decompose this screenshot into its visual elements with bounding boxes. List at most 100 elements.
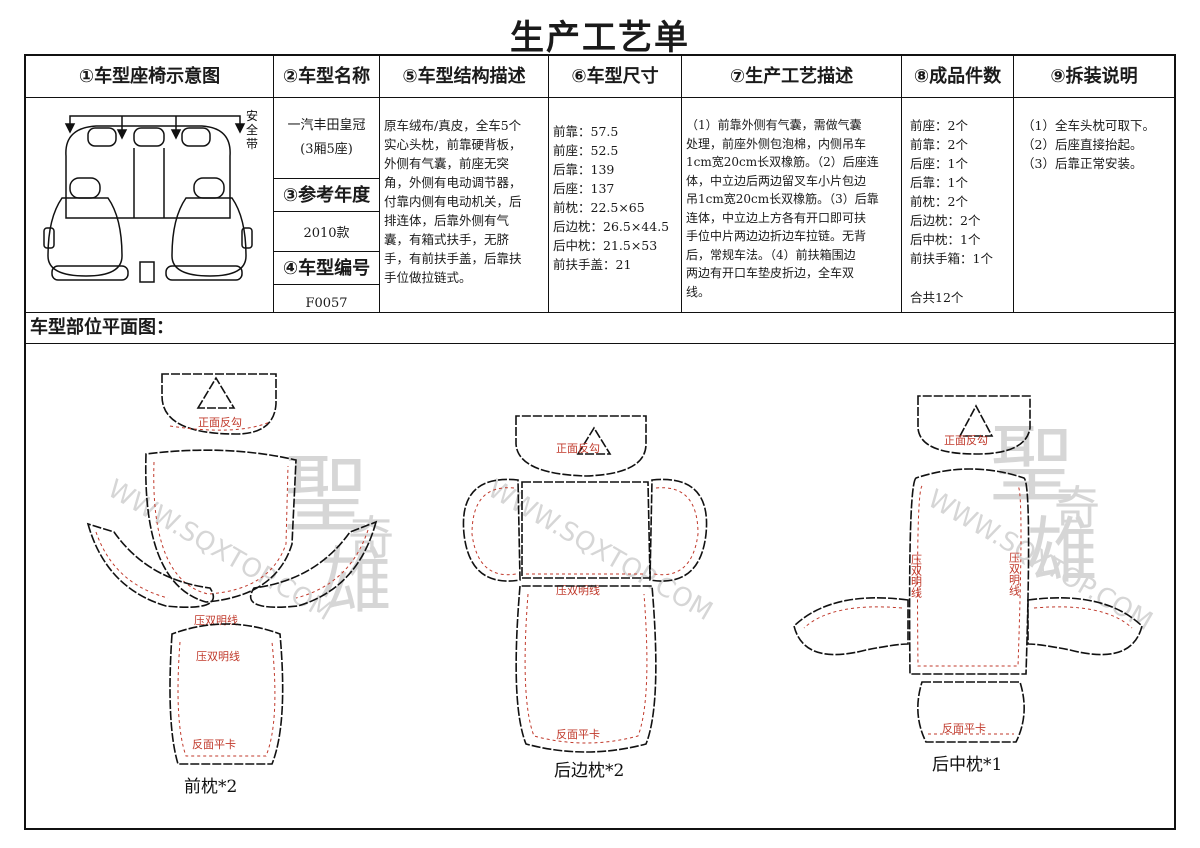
seatbelt-label-1: 安 bbox=[246, 108, 258, 123]
process-line: 后，常规车法。（4）前扶箱围边 bbox=[686, 247, 856, 262]
rear-side-pillow-label: 后边枕*2 bbox=[554, 761, 624, 781]
size-line: 前枕：22.5×65 bbox=[553, 200, 645, 215]
structure-line: 付靠内侧有电动机关，后 bbox=[384, 194, 522, 209]
structure-line: 排连体，后靠外侧有气 bbox=[384, 213, 510, 228]
rear-headrest-center bbox=[133, 127, 165, 147]
header-count: ⑧成品件数 bbox=[902, 56, 1014, 98]
rear-center-right-ear bbox=[1027, 597, 1143, 656]
seat-diagram: 安 全 带 bbox=[43, 108, 258, 283]
front-mark-top: 正面反勾 bbox=[198, 416, 242, 429]
size-line: 后座：137 bbox=[553, 181, 615, 196]
header-seat-diagram: ①车型座椅示意图 bbox=[26, 56, 274, 98]
seatbelt-label-2: 全 bbox=[246, 122, 258, 137]
armrest-box bbox=[139, 261, 155, 283]
count-line: 后座：1个 bbox=[910, 156, 968, 171]
count-line: 后边枕：2个 bbox=[910, 213, 981, 228]
process-line: 线。 bbox=[686, 284, 711, 299]
front-left-wing bbox=[86, 522, 215, 608]
rear-side-mark-top: 正面反勾 bbox=[556, 442, 600, 455]
rear-center-pillow-label: 后中枕*1 bbox=[932, 755, 1002, 775]
rear-center-mark-right: 压双明线 bbox=[1008, 552, 1021, 596]
header-size: ⑥车型尺寸 bbox=[549, 56, 682, 98]
front-right-headrest bbox=[193, 177, 225, 199]
model-name-line-1: 一汽丰田皇冠 bbox=[287, 118, 366, 133]
front-mark-bottom: 反面平卡 bbox=[192, 738, 236, 751]
pattern-drawing: 聖 奇 雄 WWW.SQXTOP.COM WWW.SQXTOP.COM 聖 奇 … bbox=[86, 373, 1158, 797]
process-line: 吊1cm宽20cm长双橡筋。（3）后靠 bbox=[686, 192, 879, 206]
process-line: （1）前靠外侧有气囊，需做气囊 bbox=[686, 118, 862, 132]
header-reference-year: ③参考年度 bbox=[274, 178, 379, 212]
process-line: 连体，中立边上方各有开口即可扶 bbox=[686, 210, 867, 225]
process-line: 体，中立边后两边留叉车小片包边 bbox=[686, 173, 867, 188]
rear-center-mark-top: 正面反勾 bbox=[944, 434, 988, 447]
front-right-wing bbox=[249, 520, 378, 608]
seatbelt-label-3: 带 bbox=[246, 137, 258, 151]
size-line: 前扶手盖：21 bbox=[553, 257, 632, 272]
rear-side-top-flap bbox=[515, 415, 647, 477]
assembly-line: （1）全车头枕可取下。 bbox=[1022, 118, 1155, 133]
rear-headrest-left bbox=[87, 127, 117, 147]
pattern-rear-center-pillow: 正面反勾 压双明线 压双明线 反面平卡 后中枕*1 bbox=[793, 395, 1143, 775]
rear-center-mark-left: 压双明线 bbox=[910, 554, 923, 598]
rear-bench-outline bbox=[65, 125, 231, 219]
assembly-line: （3）后靠正常安装。 bbox=[1022, 156, 1143, 171]
rear-side-left-ear bbox=[462, 478, 521, 582]
pattern-front-pillow: 正面反勾 压双明线 压双明线 反面平卡 前枕*2 bbox=[86, 373, 378, 797]
seatbelt-line bbox=[69, 115, 241, 124]
front-right-seat bbox=[171, 197, 247, 277]
header-assembly: ⑨拆装说明 bbox=[1014, 56, 1174, 98]
rear-center-main-panel bbox=[908, 468, 1030, 675]
structure-line: 手，有前扶手盖，后靠扶 bbox=[384, 251, 522, 266]
rear-side-mark-bottom: 反面平卡 bbox=[556, 728, 600, 741]
size-line: 前座：52.5 bbox=[553, 143, 619, 158]
size-line: 前靠：57.5 bbox=[553, 124, 619, 139]
count-line: 前座：2个 bbox=[910, 118, 968, 133]
count-total: 合共12个 bbox=[910, 290, 964, 305]
rear-side-bottom-panel bbox=[515, 585, 657, 753]
header-model-name: ②车型名称 bbox=[274, 56, 380, 98]
structure-line: 原车绒布/真皮，全车5个 bbox=[384, 118, 522, 133]
size-line: 后靠：139 bbox=[553, 162, 615, 177]
pattern-rear-side-pillow: 正面反勾 压双明线 反面平卡 后边枕*2 bbox=[462, 415, 708, 781]
front-mark-mid-2: 压双明线 bbox=[196, 649, 240, 663]
count-line: 前扶手箱：1个 bbox=[910, 251, 993, 266]
model-cell: 一汽丰田皇冠 (3厢5座) ③参考年度 2010款 ④车型编号 F0057 bbox=[274, 98, 380, 312]
watermark-char: 聖 bbox=[990, 416, 1074, 514]
count-line: 后靠：1个 bbox=[910, 175, 968, 190]
model-year: 2010款 bbox=[303, 226, 350, 241]
assembly-line: （2）后座直接抬起。 bbox=[1022, 137, 1143, 152]
front-left-headrest bbox=[69, 177, 101, 199]
process-line: 手位中片两边边折边车拉链。无背 bbox=[686, 229, 867, 243]
seat-diagram-cell: 安 全 带 bbox=[26, 98, 274, 312]
header-process: ⑦生产工艺描述 bbox=[682, 56, 902, 98]
rear-side-right-ear bbox=[649, 478, 708, 582]
front-bottom-panel bbox=[169, 623, 284, 765]
model-name-line-2: (3厢5座) bbox=[300, 142, 353, 157]
watermark-char: 聖 bbox=[284, 446, 368, 544]
page-title: 生产工艺单 bbox=[510, 18, 690, 58]
process-line: 处理，前座外侧包泡棉，内侧吊车 bbox=[686, 136, 867, 151]
count-line: 前枕：2个 bbox=[910, 194, 968, 209]
front-left-seat bbox=[47, 197, 123, 277]
structure-line: 囊，有箱式扶手，无脐 bbox=[384, 232, 510, 247]
model-code: F0057 bbox=[305, 296, 348, 311]
process-sheet: ①车型座椅示意图 ②车型名称 ⑤车型结构描述 ⑥车型尺寸 ⑦生产工艺描述 ⑧成品… bbox=[24, 54, 1176, 830]
front-top-flap bbox=[161, 373, 277, 435]
rear-center-bottom-panel bbox=[917, 681, 1025, 743]
rear-center-top-flap bbox=[917, 395, 1031, 455]
header-model-code: ④车型编号 bbox=[274, 251, 379, 285]
count-line: 前靠：2个 bbox=[910, 137, 968, 152]
front-pillow-label: 前枕*2 bbox=[184, 777, 237, 797]
structure-cell: 原车绒布/真皮，全车5个 实心头枕，前靠硬背板， 外侧有气囊，前座无突 角，外侧… bbox=[380, 98, 549, 312]
size-line: 后中枕：21.5×53 bbox=[553, 238, 658, 253]
watermark-group: 聖 奇 雄 WWW.SQXTOP.COM WWW.SQXTOP.COM 聖 奇 … bbox=[103, 416, 1158, 637]
watermark-char: 奇 bbox=[1054, 481, 1100, 535]
parts-plan-header: 车型部位平面图： bbox=[26, 312, 1174, 344]
structure-line: 实心头枕，前靠硬背板， bbox=[384, 137, 522, 152]
structure-line: 外侧有气囊，前座无突 bbox=[384, 156, 510, 171]
structure-line: 角，外侧有电动调节器， bbox=[384, 175, 522, 190]
count-cell: 前座：2个 前靠：2个 后座：1个 后靠：1个 前枕：2个 后边枕：2个 后中枕… bbox=[902, 98, 1014, 312]
process-cell: （1）前靠外侧有气囊，需做气囊 处理，前座外侧包泡棉，内侧吊车 1cm宽20cm… bbox=[682, 98, 902, 312]
rear-side-mark-mid: 压双明线 bbox=[556, 583, 600, 597]
rear-headrest-right bbox=[181, 127, 211, 147]
